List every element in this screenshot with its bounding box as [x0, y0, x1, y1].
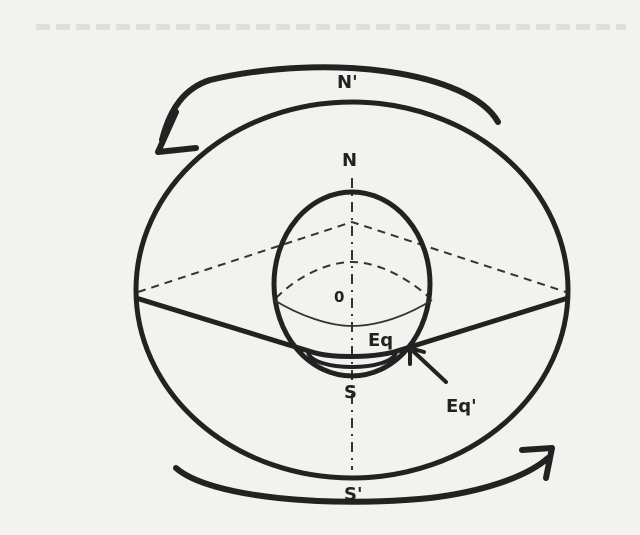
- label-s-prime: S': [344, 484, 362, 505]
- tilted-plane-eq-prime: [135, 295, 569, 359]
- bottom-rotation-arrow: [173, 455, 551, 505]
- label-eq: Eq: [368, 330, 393, 351]
- label-eq-prime: Eq': [446, 396, 477, 417]
- label-n-prime: N': [337, 72, 358, 93]
- label-n: N: [342, 150, 357, 171]
- eq-prime-pointer: [412, 350, 448, 384]
- top-rotation-arrow: [159, 64, 501, 143]
- inner-bottom-bulge: [306, 351, 398, 369]
- dashed-upper-arc: [137, 220, 567, 293]
- faint-scan-line: [36, 24, 626, 30]
- outer-ellipse: [133, 99, 571, 481]
- eq-prime-pointer-head-icon: [408, 346, 426, 366]
- dashed-inner-arc: [275, 260, 431, 299]
- label-s: S: [344, 382, 357, 403]
- top-arrowhead-icon: [155, 109, 199, 155]
- label-o: 0: [334, 288, 344, 306]
- equator-curve-eq: [273, 299, 433, 327]
- bottom-arrowhead-icon: [519, 445, 555, 481]
- inner-ellipse: [271, 189, 433, 379]
